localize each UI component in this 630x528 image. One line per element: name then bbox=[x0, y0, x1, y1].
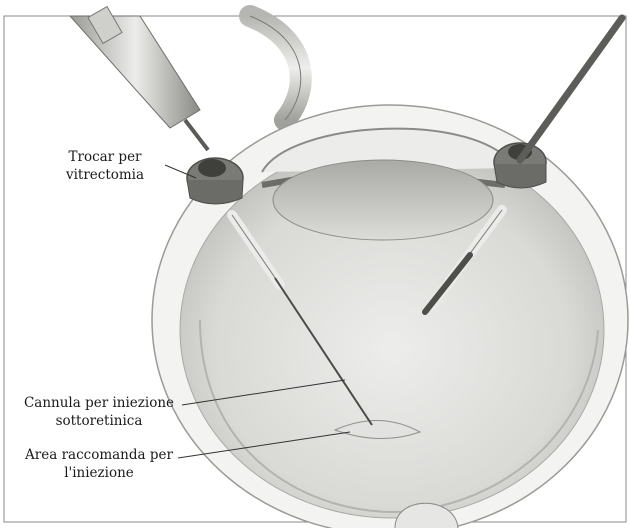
label-cannula-line1: Cannula per iniezione bbox=[14, 394, 184, 412]
label-trocar-line2: vitrectomia bbox=[40, 166, 170, 184]
label-area-line1: Area raccomanda per bbox=[14, 446, 184, 464]
syringe bbox=[70, 7, 208, 150]
label-trocar: Trocar per vitrectomia bbox=[40, 148, 170, 184]
label-injection-area: Area raccomanda per l'iniezione bbox=[14, 446, 184, 482]
trocar-left bbox=[187, 158, 243, 204]
irrigation-tube bbox=[250, 16, 301, 120]
lens bbox=[273, 160, 493, 240]
label-cannula: Cannula per iniezione sottoretinica bbox=[14, 394, 184, 430]
label-cannula-line2: sottoretinica bbox=[14, 412, 184, 430]
trocar-right bbox=[494, 143, 546, 188]
label-area-line2: l'iniezione bbox=[14, 464, 184, 482]
label-trocar-line1: Trocar per bbox=[40, 148, 170, 166]
